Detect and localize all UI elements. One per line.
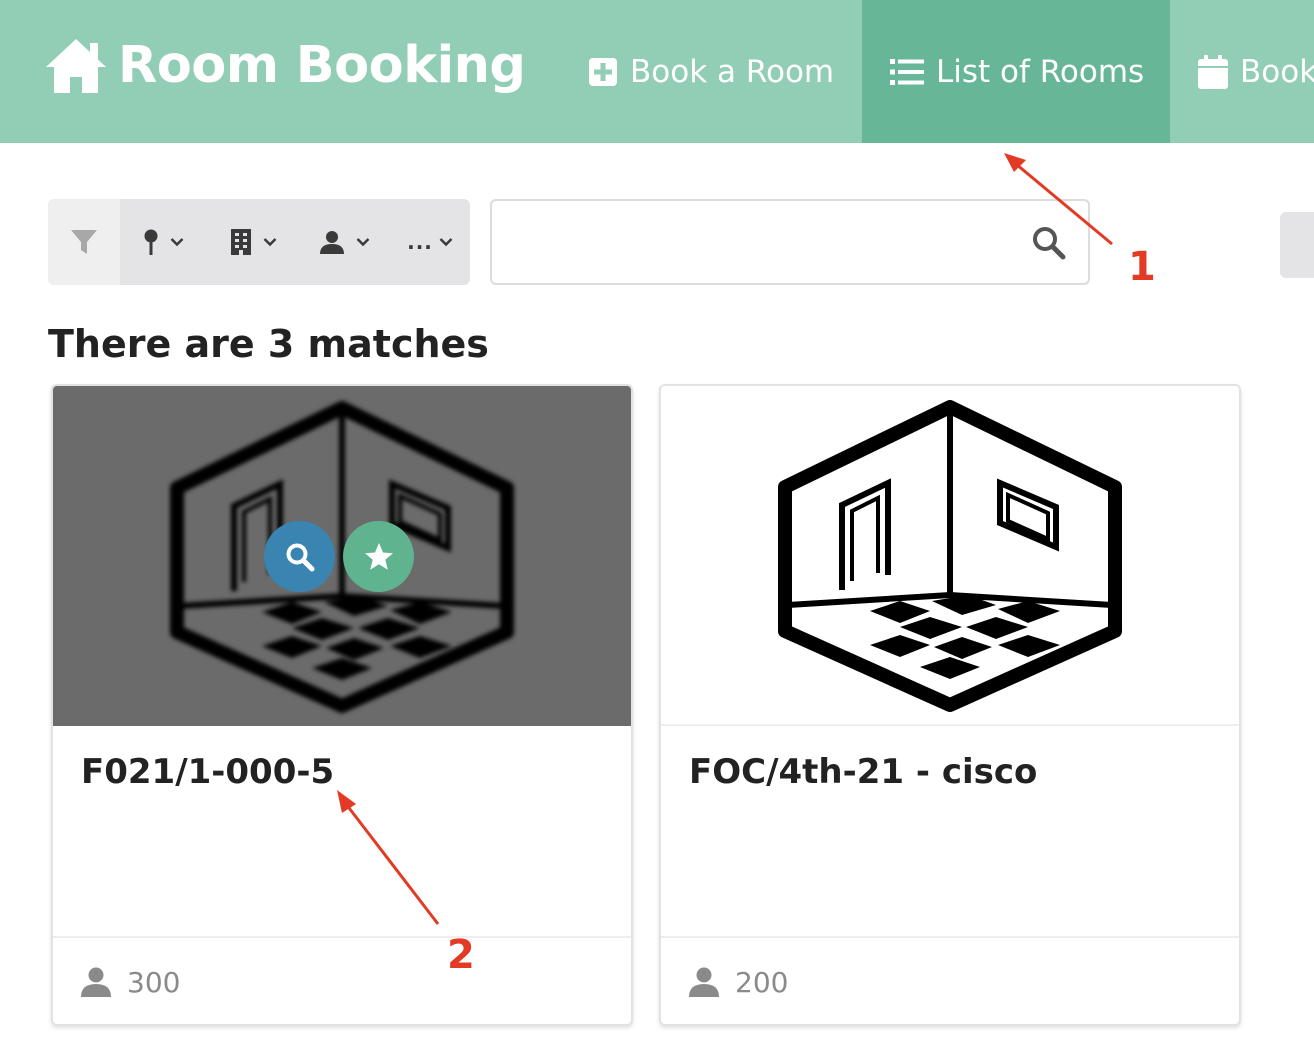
room-icon	[778, 400, 1122, 712]
filter-icon	[71, 230, 97, 254]
filter-bar: ...	[48, 199, 470, 285]
room-name[interactable]: FOC/4th-21 - cisco	[689, 752, 1038, 792]
room-image[interactable]	[661, 386, 1239, 726]
user-icon	[320, 231, 344, 254]
user-filter-dropdown[interactable]	[300, 199, 390, 285]
filter-toggle[interactable]	[48, 199, 120, 285]
map-pin-icon	[144, 229, 158, 255]
favorite-room-button[interactable]	[343, 521, 414, 592]
room-capacity-footer: 200	[661, 936, 1239, 1024]
plus-square-icon	[589, 57, 617, 86]
nav-book-a-room[interactable]: Book a Room	[588, 0, 834, 143]
more-filters-dropdown[interactable]: ...	[390, 199, 470, 285]
building-filter-dropdown[interactable]	[208, 199, 300, 285]
room-card[interactable]: F021/1-000-5 300	[51, 384, 633, 1026]
room-name[interactable]: F021/1-000-5	[81, 752, 335, 792]
chevron-down-icon	[356, 238, 370, 247]
room-capacity: 300	[127, 965, 181, 999]
chevron-down-icon	[170, 238, 184, 247]
room-card[interactable]: FOC/4th-21 - cisco 200	[659, 384, 1241, 1026]
brand-link[interactable]: Room Booking	[44, 36, 526, 95]
chevron-down-icon	[263, 238, 277, 247]
nav-list-of-rooms[interactable]: List of Rooms	[862, 0, 1170, 143]
match-count-heading: There are 3 matches	[48, 322, 489, 366]
annotation-label-1: 1	[1128, 244, 1156, 290]
user-icon	[81, 967, 111, 997]
search-icon	[286, 543, 314, 571]
star-icon	[364, 542, 393, 570]
nav-bookings-label: Bookings	[1240, 53, 1314, 90]
home-icon	[46, 38, 106, 93]
user-icon	[689, 967, 719, 997]
location-filter-dropdown[interactable]	[120, 199, 208, 285]
nav-book-a-room-label: Book a Room	[630, 53, 835, 90]
view-toggle-button[interactable]	[1280, 212, 1314, 278]
annotation-label-2: 2	[447, 932, 475, 978]
view-room-button[interactable]	[264, 521, 335, 592]
room-image[interactable]	[53, 386, 631, 726]
chevron-down-icon	[439, 238, 453, 247]
building-icon	[231, 229, 251, 255]
top-navbar: Room Booking Book a Room List of Rooms B…	[0, 0, 1314, 143]
brand-title: Room Booking	[118, 36, 526, 95]
room-capacity-footer: 300	[53, 936, 631, 1024]
card-actions	[264, 521, 414, 592]
nav-list-of-rooms-label: List of Rooms	[936, 53, 1145, 90]
more-icon: ...	[407, 230, 433, 254]
search-icon[interactable]	[1032, 226, 1066, 260]
list-icon	[890, 58, 924, 85]
room-capacity: 200	[735, 965, 789, 999]
nav-bookings[interactable]: Bookings	[1198, 0, 1314, 143]
calendar-icon	[1198, 54, 1228, 89]
room-search-input[interactable]	[506, 219, 1006, 265]
room-search-box	[490, 199, 1090, 285]
